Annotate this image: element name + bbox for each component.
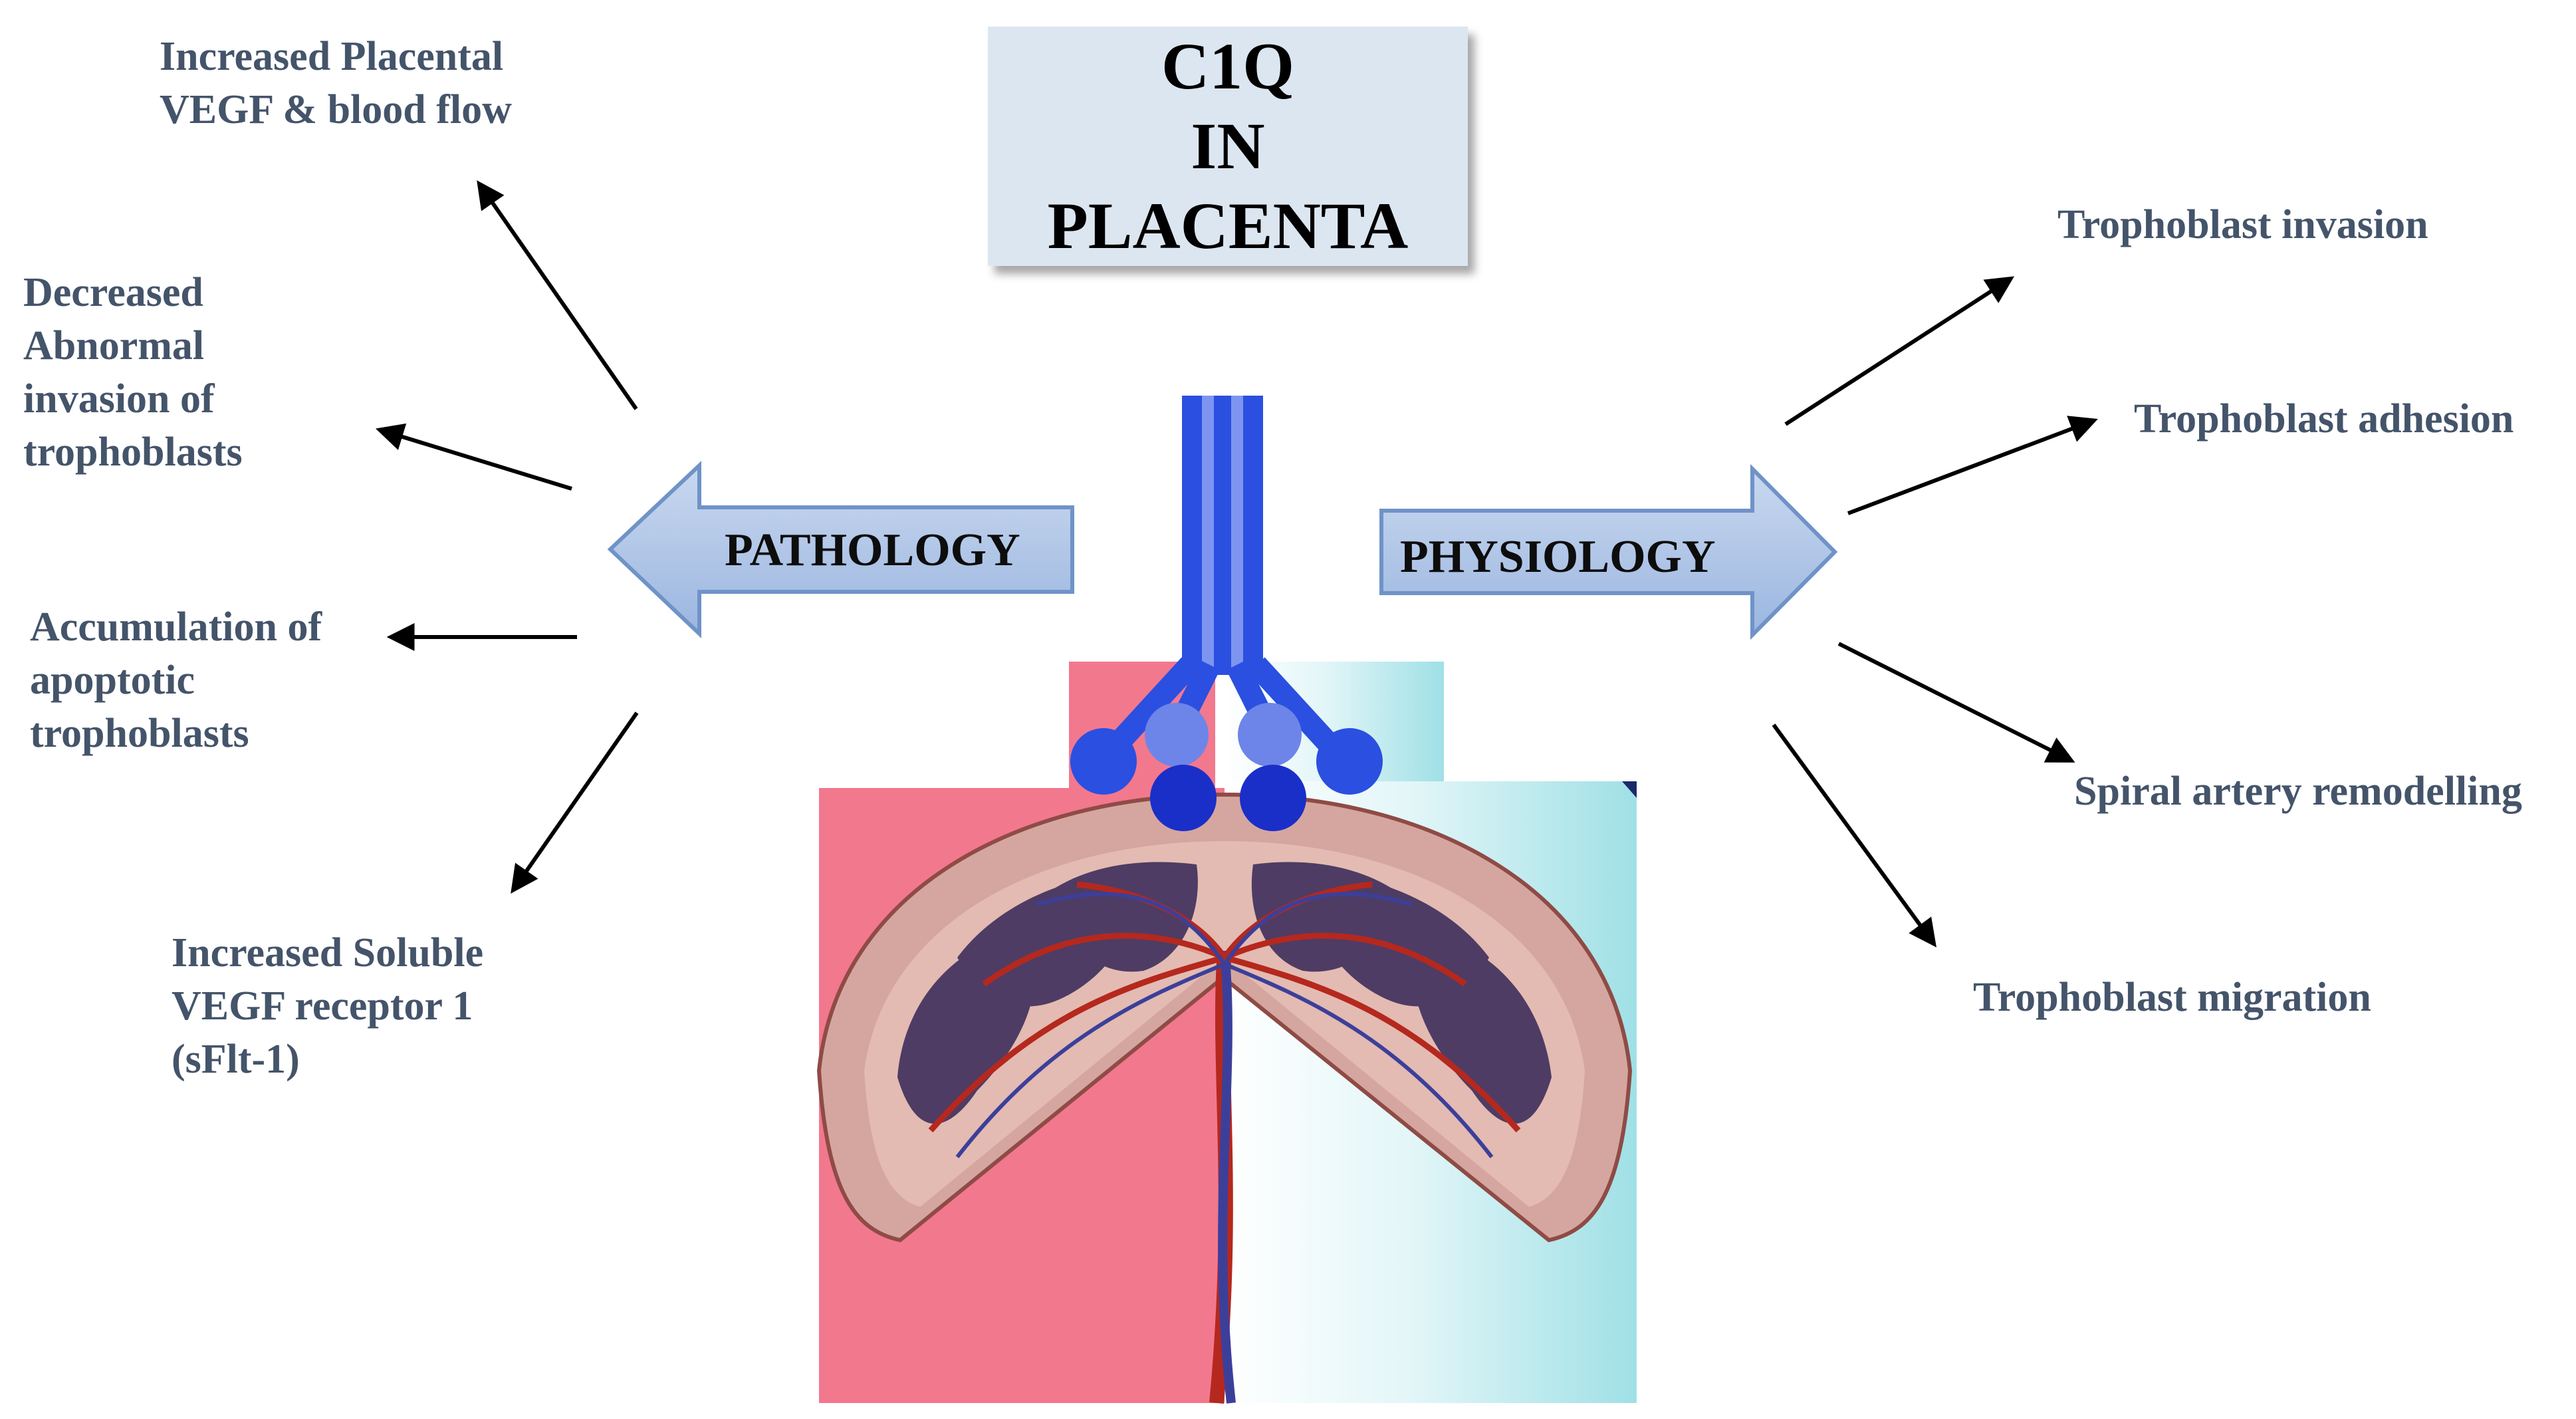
panel-corner-mark bbox=[1622, 781, 1637, 798]
c1q-stalk-highlight-2 bbox=[1231, 396, 1243, 675]
arrow-pathology-4 bbox=[511, 711, 639, 894]
physiology-label: PHYSIOLOGY bbox=[1400, 531, 1716, 582]
c1q-arm-left-outer bbox=[1108, 657, 1199, 753]
lobule-6 bbox=[1412, 931, 1552, 1124]
arrow-physiology-2 bbox=[1847, 416, 2098, 515]
c1q-head-5 bbox=[1150, 765, 1217, 831]
c1q-molecule bbox=[1070, 396, 1383, 831]
title-line-3: PLACENTA bbox=[1047, 189, 1409, 263]
physiology-effect-3: Spiral artery remodelling bbox=[2074, 769, 2522, 814]
vein-branches bbox=[955, 892, 1494, 1158]
physiology-effect-1: Trophoblast invasion bbox=[2057, 202, 2428, 247]
c1q-head-4 bbox=[1316, 728, 1383, 795]
c1q-stalk-highlight bbox=[1202, 396, 1214, 675]
physiology-effect-2: Trophoblast adhesion bbox=[2134, 396, 2514, 442]
arrow-physiology-4 bbox=[1772, 723, 1936, 948]
pathology-label: PATHOLOGY bbox=[725, 525, 1020, 576]
pathology-effect-1: Increased Placental VEGF & blood flow bbox=[160, 34, 512, 132]
arrow-pathology-1 bbox=[477, 180, 638, 410]
vein-trunk bbox=[1218, 950, 1236, 1404]
lobule-3 bbox=[1050, 862, 1198, 972]
c1q-arm-right-outer bbox=[1248, 657, 1338, 753]
title-box: C1Q IN PLACENTA bbox=[988, 27, 1468, 266]
pathology-effect-4: Increased Soluble VEGF receptor 1 (sFlt-… bbox=[172, 930, 484, 1082]
c1q-stalk bbox=[1182, 396, 1263, 675]
c1q-head-2 bbox=[1145, 703, 1209, 767]
title-line-1: C1Q bbox=[1161, 29, 1294, 103]
physiology-arrow bbox=[1379, 463, 1838, 640]
c1q-head-1 bbox=[1070, 728, 1137, 795]
c1q-head-3 bbox=[1238, 703, 1302, 767]
physiology-effect-4: Trophoblast migration bbox=[1973, 975, 2371, 1020]
placenta-illustration bbox=[816, 792, 1633, 1404]
title-line-2: IN bbox=[1191, 109, 1265, 183]
pathology-arrow bbox=[607, 461, 1074, 638]
pathology-effect-2: Decreased Abnormal invasion of trophobla… bbox=[23, 270, 243, 475]
pathology-effect-3: Accumulation of apoptotic trophoblasts bbox=[30, 604, 322, 756]
c1q-head-6 bbox=[1240, 765, 1306, 831]
arrow-pathology-2 bbox=[375, 423, 572, 491]
effect-arrows bbox=[375, 180, 2098, 948]
arrow-physiology-1 bbox=[1784, 276, 2015, 426]
arrow-physiology-3 bbox=[1837, 642, 2075, 763]
